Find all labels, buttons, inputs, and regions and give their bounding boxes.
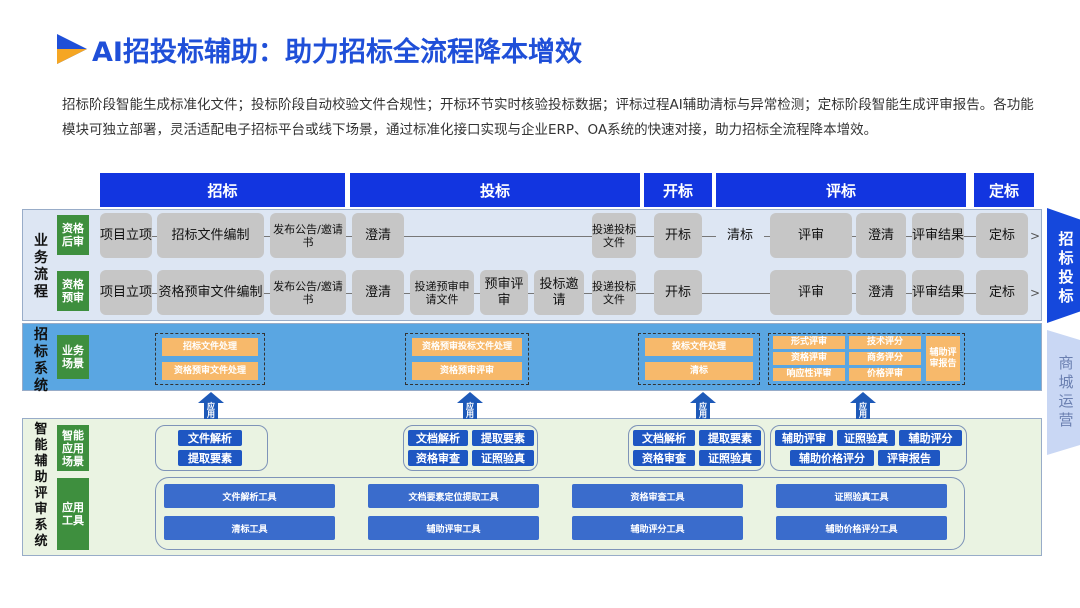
intro-paragraph: 招标阶段智能生成标准化文件；投标阶段自动校验文件合规性；开标环节实时核验投标数据… bbox=[62, 97, 1034, 138]
tool-item: 文档要素定位提取工具 bbox=[368, 484, 539, 508]
row-label-smart-system: 智能辅助评审系统 bbox=[34, 422, 48, 549]
scene-item: 价格评审 bbox=[849, 368, 921, 381]
scene-report: 辅助评审报告 bbox=[926, 336, 960, 381]
phase-dingbiao: 定标 bbox=[974, 173, 1034, 207]
group-biz-scene: 业务场景 bbox=[57, 335, 89, 379]
flow2-announce: 发布公告/邀请书 bbox=[270, 270, 346, 315]
flow2-submit-bid: 投递投标文件 bbox=[592, 270, 636, 315]
flow2-clarify2: 澄清 bbox=[856, 270, 906, 315]
smart-scene-item: 证照验真 bbox=[837, 430, 895, 446]
flow1-submit-bid: 投递投标文件 bbox=[592, 213, 636, 258]
scene-group-toubiao bbox=[405, 333, 529, 385]
flow-arrow-icon: > bbox=[1030, 286, 1041, 300]
smart-scene-item: 证照验真 bbox=[699, 450, 761, 466]
flow2-submit-prequal: 投递预审申请文件 bbox=[410, 270, 474, 315]
flow2-prequal-doc: 资格预审文件编制 bbox=[157, 270, 264, 315]
scene-item: 形式评审 bbox=[773, 336, 845, 349]
smart-scene-item: 文件解析 bbox=[178, 430, 242, 446]
flow2-prequal-review: 预审评审 bbox=[480, 270, 528, 315]
phase-pingbiao: 评标 bbox=[716, 173, 966, 207]
tool-item: 资格审查工具 bbox=[572, 484, 743, 508]
scene-item: 商务评分 bbox=[849, 352, 921, 365]
side-tab-active-label[interactable]: 招标投标 bbox=[1058, 230, 1074, 305]
flow-arrow-icon: > bbox=[1030, 229, 1041, 243]
flow2-open: 开标 bbox=[654, 270, 702, 315]
page-title: AI招投标辅助：助力招标全流程降本增效 bbox=[92, 37, 582, 68]
scene-item: 技术评分 bbox=[849, 336, 921, 349]
smart-scene-group-4 bbox=[770, 425, 967, 471]
flow1-result: 评审结果 bbox=[912, 213, 964, 258]
side-tab-inactive[interactable] bbox=[1047, 330, 1080, 455]
scene-item: 招标文件处理 bbox=[162, 338, 258, 356]
smart-scene-item: 辅助评审 bbox=[775, 430, 833, 446]
flow1-review: 评审 bbox=[770, 213, 852, 258]
flow2-invite: 投标邀请 bbox=[534, 270, 584, 315]
scene-item: 资格预审投标文件处理 bbox=[412, 338, 522, 356]
flow2-result: 评审结果 bbox=[912, 270, 964, 315]
scene-item: 资格预审评审 bbox=[412, 362, 522, 380]
phase-zhaobiao: 招标 bbox=[100, 173, 345, 207]
smart-scene-item: 文档解析 bbox=[633, 430, 695, 446]
flow2-project-setup: 项目立项 bbox=[100, 270, 152, 315]
apply-arrow-icon: 应用 bbox=[198, 392, 224, 419]
flow1-announce: 发布公告/邀请书 bbox=[270, 213, 346, 258]
phase-kaibiao: 开标 bbox=[644, 173, 712, 207]
smart-scene-item: 辅助评分 bbox=[899, 430, 962, 446]
apply-arrow-icon: 应用 bbox=[850, 392, 876, 419]
group-smart-scene: 智能应用场景 bbox=[57, 425, 89, 471]
flow1-clarify: 澄清 bbox=[352, 213, 404, 258]
smart-scene-item: 提取要素 bbox=[178, 450, 242, 466]
tool-item: 辅助评分工具 bbox=[572, 516, 743, 540]
tool-item: 证照验真工具 bbox=[776, 484, 947, 508]
tools-group bbox=[155, 477, 965, 550]
smart-scene-item: 资格审查 bbox=[408, 450, 468, 466]
smart-scene-item: 辅助价格评分 bbox=[790, 450, 874, 466]
smart-scene-item: 提取要素 bbox=[472, 430, 534, 446]
flow1-tender-doc: 招标文件编制 bbox=[157, 213, 264, 258]
apply-arrow-icon: 应用 bbox=[690, 392, 716, 419]
smart-scene-item: 文档解析 bbox=[408, 430, 468, 446]
scene-group-zhaobiao bbox=[155, 333, 265, 385]
smart-scene-group-3 bbox=[628, 425, 765, 471]
flow-line-1 bbox=[150, 236, 1026, 237]
smart-scene-item: 提取要素 bbox=[699, 430, 761, 446]
flow1-award: 定标 bbox=[976, 213, 1028, 258]
smart-scene-group-2 bbox=[403, 425, 538, 471]
apply-arrow-icon: 应用 bbox=[457, 392, 483, 419]
scene-item: 投标文件处理 bbox=[645, 338, 753, 356]
logo-icon bbox=[57, 34, 87, 64]
smart-scene-item: 评审报告 bbox=[878, 450, 940, 466]
side-tab-active[interactable] bbox=[1047, 208, 1080, 323]
flow1-project-setup: 项目立项 bbox=[100, 213, 152, 258]
smart-scene-group-1 bbox=[155, 425, 268, 471]
scene-item: 清标 bbox=[645, 362, 753, 380]
flow2-award: 定标 bbox=[976, 270, 1028, 315]
flow-line-2 bbox=[150, 293, 1026, 294]
smart-scene-item: 资格审查 bbox=[633, 450, 695, 466]
tool-item: 辅助评审工具 bbox=[368, 516, 539, 540]
scene-item: 响应性评审 bbox=[773, 368, 845, 381]
row-label-bidding-system: 招标系统 bbox=[34, 327, 48, 394]
flow2-review: 评审 bbox=[770, 270, 852, 315]
phase-toubiao: 投标 bbox=[350, 173, 640, 207]
tool-item: 辅助价格评分工具 bbox=[776, 516, 947, 540]
scene-item: 资格评审 bbox=[773, 352, 845, 365]
flow1-open: 开标 bbox=[654, 213, 702, 258]
scene-group-kaibiao bbox=[638, 333, 760, 385]
group-pre-qual: 资格预审 bbox=[57, 271, 89, 311]
group-app-tools: 应用工具 bbox=[57, 478, 89, 550]
tool-item: 清标工具 bbox=[164, 516, 335, 540]
flow1-clear: 清标 bbox=[716, 213, 764, 258]
flow1-clarify2: 澄清 bbox=[856, 213, 906, 258]
scene-item: 资格预审文件处理 bbox=[162, 362, 258, 380]
side-tab-inactive-label[interactable]: 商城运营 bbox=[1058, 354, 1074, 429]
scene-group-pingbiao bbox=[768, 333, 965, 385]
smart-scene-item: 证照验真 bbox=[472, 450, 534, 466]
row-label-business-flow: 业务流程 bbox=[34, 233, 48, 300]
tool-item: 文件解析工具 bbox=[164, 484, 335, 508]
flow2-clarify: 澄清 bbox=[352, 270, 404, 315]
group-post-qual: 资格后审 bbox=[57, 215, 89, 255]
